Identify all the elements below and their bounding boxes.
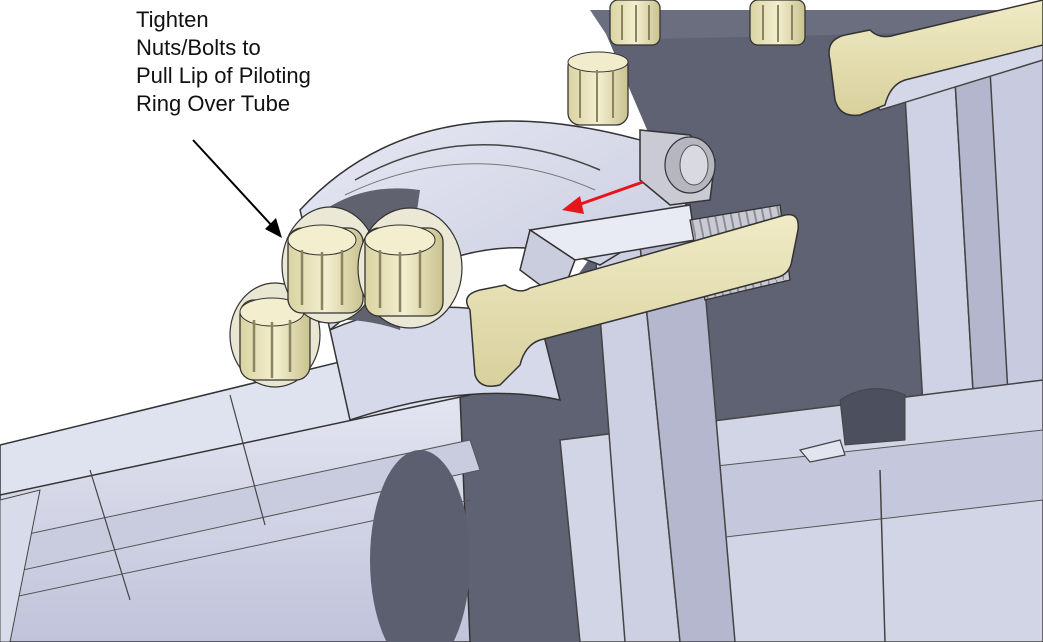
- callout-line-3: Pull Lip of Piloting: [136, 63, 311, 88]
- pull-direction-arrow: [562, 180, 644, 214]
- hex-bolt: [357, 207, 463, 329]
- callout-line-1: Tighten: [136, 7, 209, 32]
- threaded-stud-upper: [828, 0, 1043, 117]
- callout-line-4: Ring Over Tube: [136, 91, 291, 116]
- threaded-stud-lower: [465, 213, 799, 387]
- hex-bolt: [567, 51, 629, 126]
- nut: [639, 129, 716, 206]
- hex-bolt: [229, 282, 321, 388]
- callout-line-2: Nuts/Bolts to: [136, 35, 261, 60]
- hex-bolt: [281, 206, 379, 324]
- callout-text: Tighten Nuts/Bolts to Pull Lip of Piloti…: [136, 6, 311, 118]
- hex-bolt: [609, 0, 661, 46]
- hex-bolts-front: [229, 206, 463, 388]
- hex-bolt: [749, 0, 806, 46]
- hex-bolts-top: [567, 0, 806, 126]
- callout-leader-arrow: [192, 139, 282, 238]
